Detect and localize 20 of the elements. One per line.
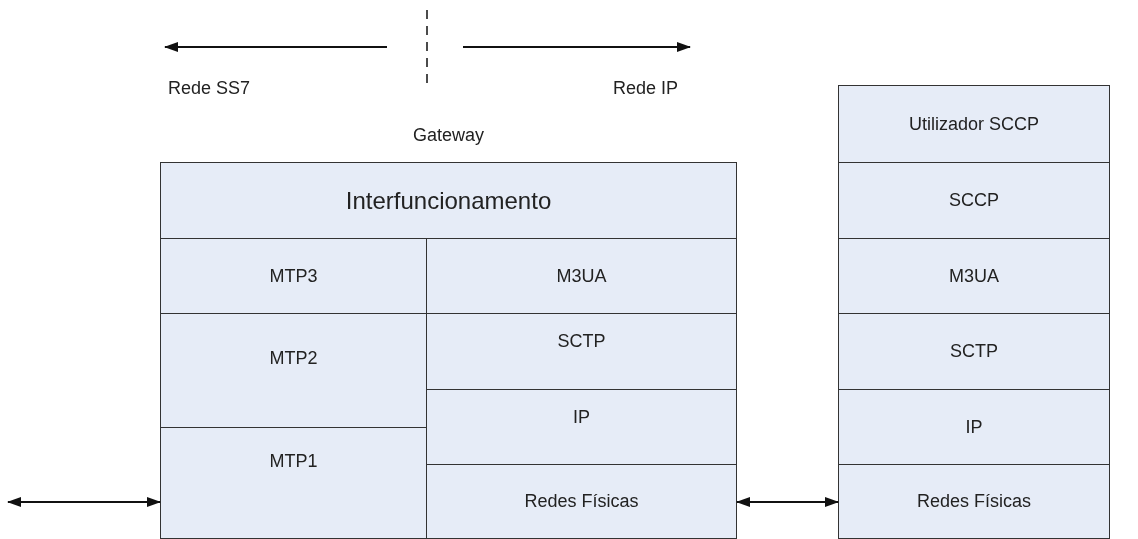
arrow	[7, 497, 161, 507]
protocol-layer-box: Redes Físicas	[426, 464, 737, 539]
protocol-layer-box: SCCP	[838, 162, 1110, 239]
protocol-layer-box: Interfuncionamento	[160, 162, 737, 239]
protocol-layer-box: Redes Físicas	[838, 464, 1110, 539]
protocol-layer-box: MTP1	[160, 427, 427, 539]
protocol-layer-box: IP	[838, 389, 1110, 465]
stack-title: Gateway	[411, 125, 485, 146]
network-label: Rede IP	[612, 78, 678, 99]
protocol-layer-box: M3UA	[838, 238, 1110, 314]
protocol-layer-box: MTP2	[160, 313, 427, 428]
protocol-layer-box: Utilizador SCCP	[838, 85, 1110, 163]
protocol-layer-box: M3UA	[426, 238, 737, 314]
protocol-layer-box: SCTP	[426, 313, 737, 390]
network-label: Rede SS7	[168, 78, 251, 99]
protocol-layer-box: MTP3	[160, 238, 427, 314]
protocol-layer-box: IP	[426, 389, 737, 465]
gateway-stack	[160, 125, 737, 539]
arrow	[736, 497, 839, 507]
protocol-layer-box: SCTP	[838, 313, 1110, 390]
